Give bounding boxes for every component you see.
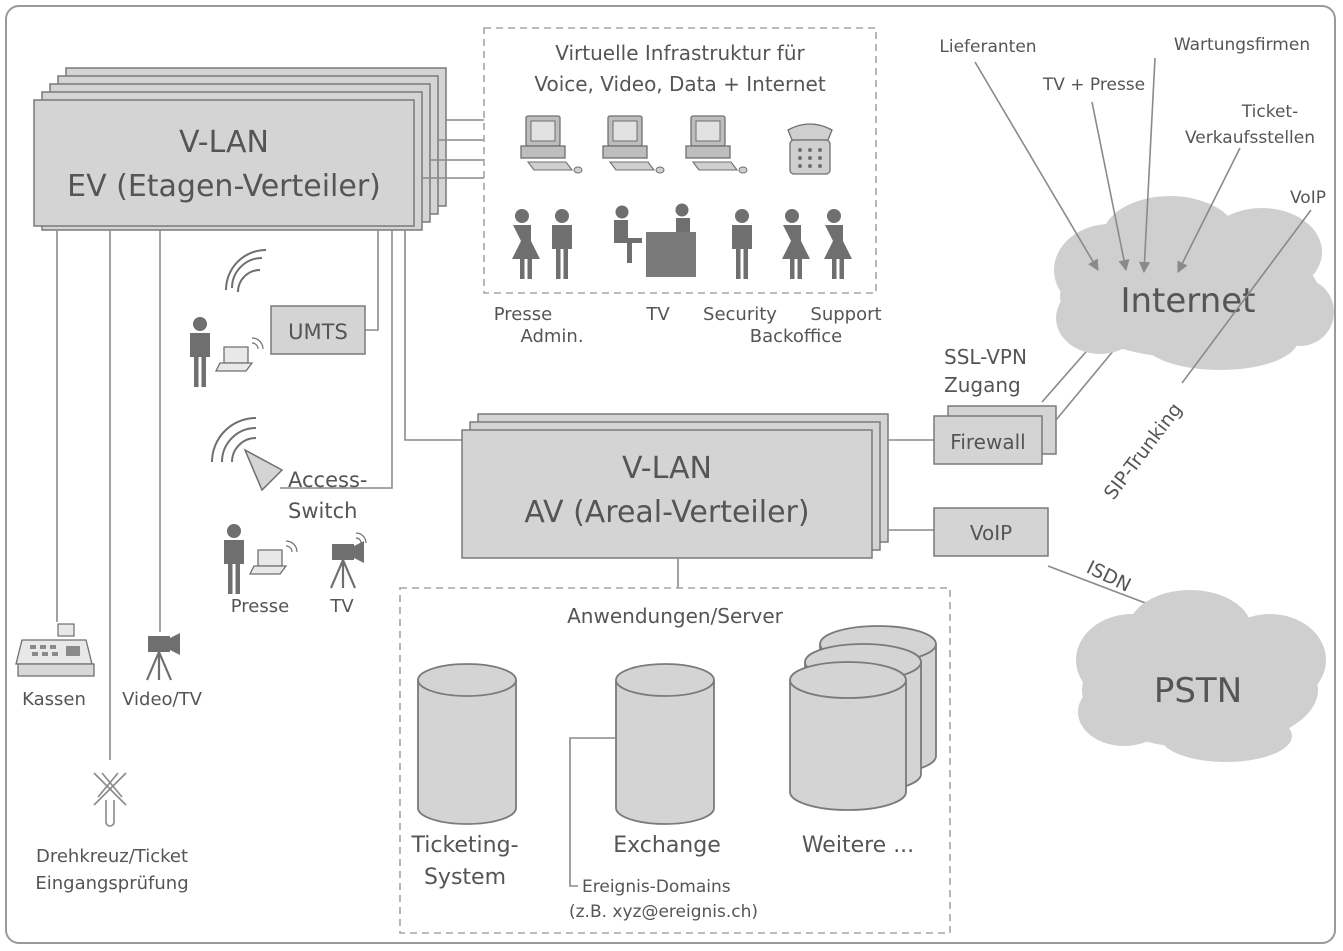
wireless-tv-label: TV (329, 596, 354, 617)
exchange-label: Exchange (613, 833, 721, 858)
av-edge-links (677, 439, 934, 588)
kassen-label: Kassen (22, 689, 86, 710)
ev-subtitle: EV (Etagen-Verteiler) (67, 169, 381, 204)
av-title: V-LAN (622, 451, 712, 486)
virtual-infra-box (483, 27, 877, 294)
person-female-icon (512, 209, 540, 279)
laptop-icon (215, 337, 264, 372)
role-admin: Admin. (520, 326, 583, 347)
sslvpn-label-2: Zugang (944, 373, 1021, 397)
source-wartung: Wartungsfirmen (1174, 35, 1310, 55)
computer-icon (520, 115, 583, 174)
telephone-icon (787, 123, 833, 175)
virtual-title-2: Voice, Video, Data + Internet (534, 72, 825, 96)
database-icon (417, 663, 517, 825)
role-tv: TV (645, 304, 670, 325)
voip-box (933, 507, 1049, 557)
firewall-label: Firewall (950, 430, 1025, 454)
source-ticket-2: Verkaufsstellen (1185, 128, 1315, 148)
access-point-icon (243, 448, 284, 492)
computer-icon (685, 115, 748, 174)
source-ticket-1: Ticket- (1241, 102, 1298, 122)
internet-label: Internet (1120, 281, 1255, 321)
wireless-presse-label: Presse (231, 596, 289, 617)
person-female-icon (824, 209, 852, 279)
isdn-label: ISDN (1083, 557, 1134, 597)
servers-title: Anwendungen/Server (567, 604, 784, 628)
ticketing-label-2: System (424, 865, 506, 890)
drehkreuz-label-2: Eingangsprüfung (35, 873, 188, 894)
person-female-icon (782, 209, 810, 279)
isdn-link (1047, 565, 1149, 605)
video-label: Video/TV (122, 689, 202, 710)
wireless-signal-icon (225, 249, 267, 293)
internet-source-links (974, 57, 1312, 384)
camera-icon (329, 532, 367, 590)
ev-title: V-LAN (179, 125, 269, 160)
pstn-label: PSTN (1154, 671, 1242, 711)
weitere-label: Weitere ... (802, 833, 914, 858)
wireless-signal-icon (211, 417, 257, 463)
role-presse: Presse (494, 304, 552, 325)
umts-box (270, 305, 366, 355)
source-lieferanten: Lieferanten (939, 37, 1036, 57)
domains-label-2: (z.B. xyz@ereignis.ch) (569, 902, 758, 922)
database-icon (615, 663, 715, 825)
tv-desk-icon (614, 203, 696, 277)
voip-box-label: VoIP (970, 521, 1012, 545)
sslvpn-label-1: SSL-VPN (944, 345, 1027, 369)
ev-virtual-links (422, 119, 484, 179)
role-security: Security (703, 304, 777, 325)
domains-label-1: Ereignis-Domains (582, 877, 731, 897)
av-stack (461, 413, 889, 559)
vpn-link (1055, 349, 1115, 421)
person-icon (552, 209, 572, 279)
virtual-title-1: Virtuelle Infrastruktur für (555, 41, 805, 65)
umts-label: UMTS (288, 320, 348, 344)
access-switch-label-2: Switch (288, 499, 357, 523)
drehkreuz-label-1: Drehkreuz/Ticket (36, 846, 188, 867)
internet-cloud (1054, 196, 1334, 370)
person-icon (224, 524, 244, 594)
domains-link (569, 737, 616, 887)
vpn-link (1041, 344, 1093, 403)
role-support: Support (810, 304, 881, 325)
servers-box (399, 587, 951, 934)
diagram-border (5, 5, 1336, 944)
role-backoffice: Backoffice (750, 326, 842, 347)
sip-trunking-label: SIP-Trunking (1100, 399, 1187, 504)
laptop-icon (249, 540, 298, 575)
firewall-box (933, 415, 1043, 465)
ev-device-links (56, 230, 462, 760)
person-icon (732, 209, 752, 279)
ticketing-label-1: Ticketing- (410, 833, 518, 858)
cash-register-icon (15, 623, 95, 677)
person-icon (190, 317, 210, 387)
ev-stack (33, 67, 447, 231)
av-subtitle: AV (Areal-Verteiler) (524, 495, 809, 530)
source-tv-presse: TV + Presse (1042, 75, 1145, 95)
source-voip: VoIP (1290, 188, 1326, 208)
turnstile-icon (93, 772, 127, 827)
camera-icon (145, 631, 182, 682)
database-stack-icon (789, 625, 937, 811)
pstn-cloud (1076, 590, 1326, 762)
computer-icon (602, 115, 665, 174)
access-switch-label-1: Access- (288, 468, 367, 492)
